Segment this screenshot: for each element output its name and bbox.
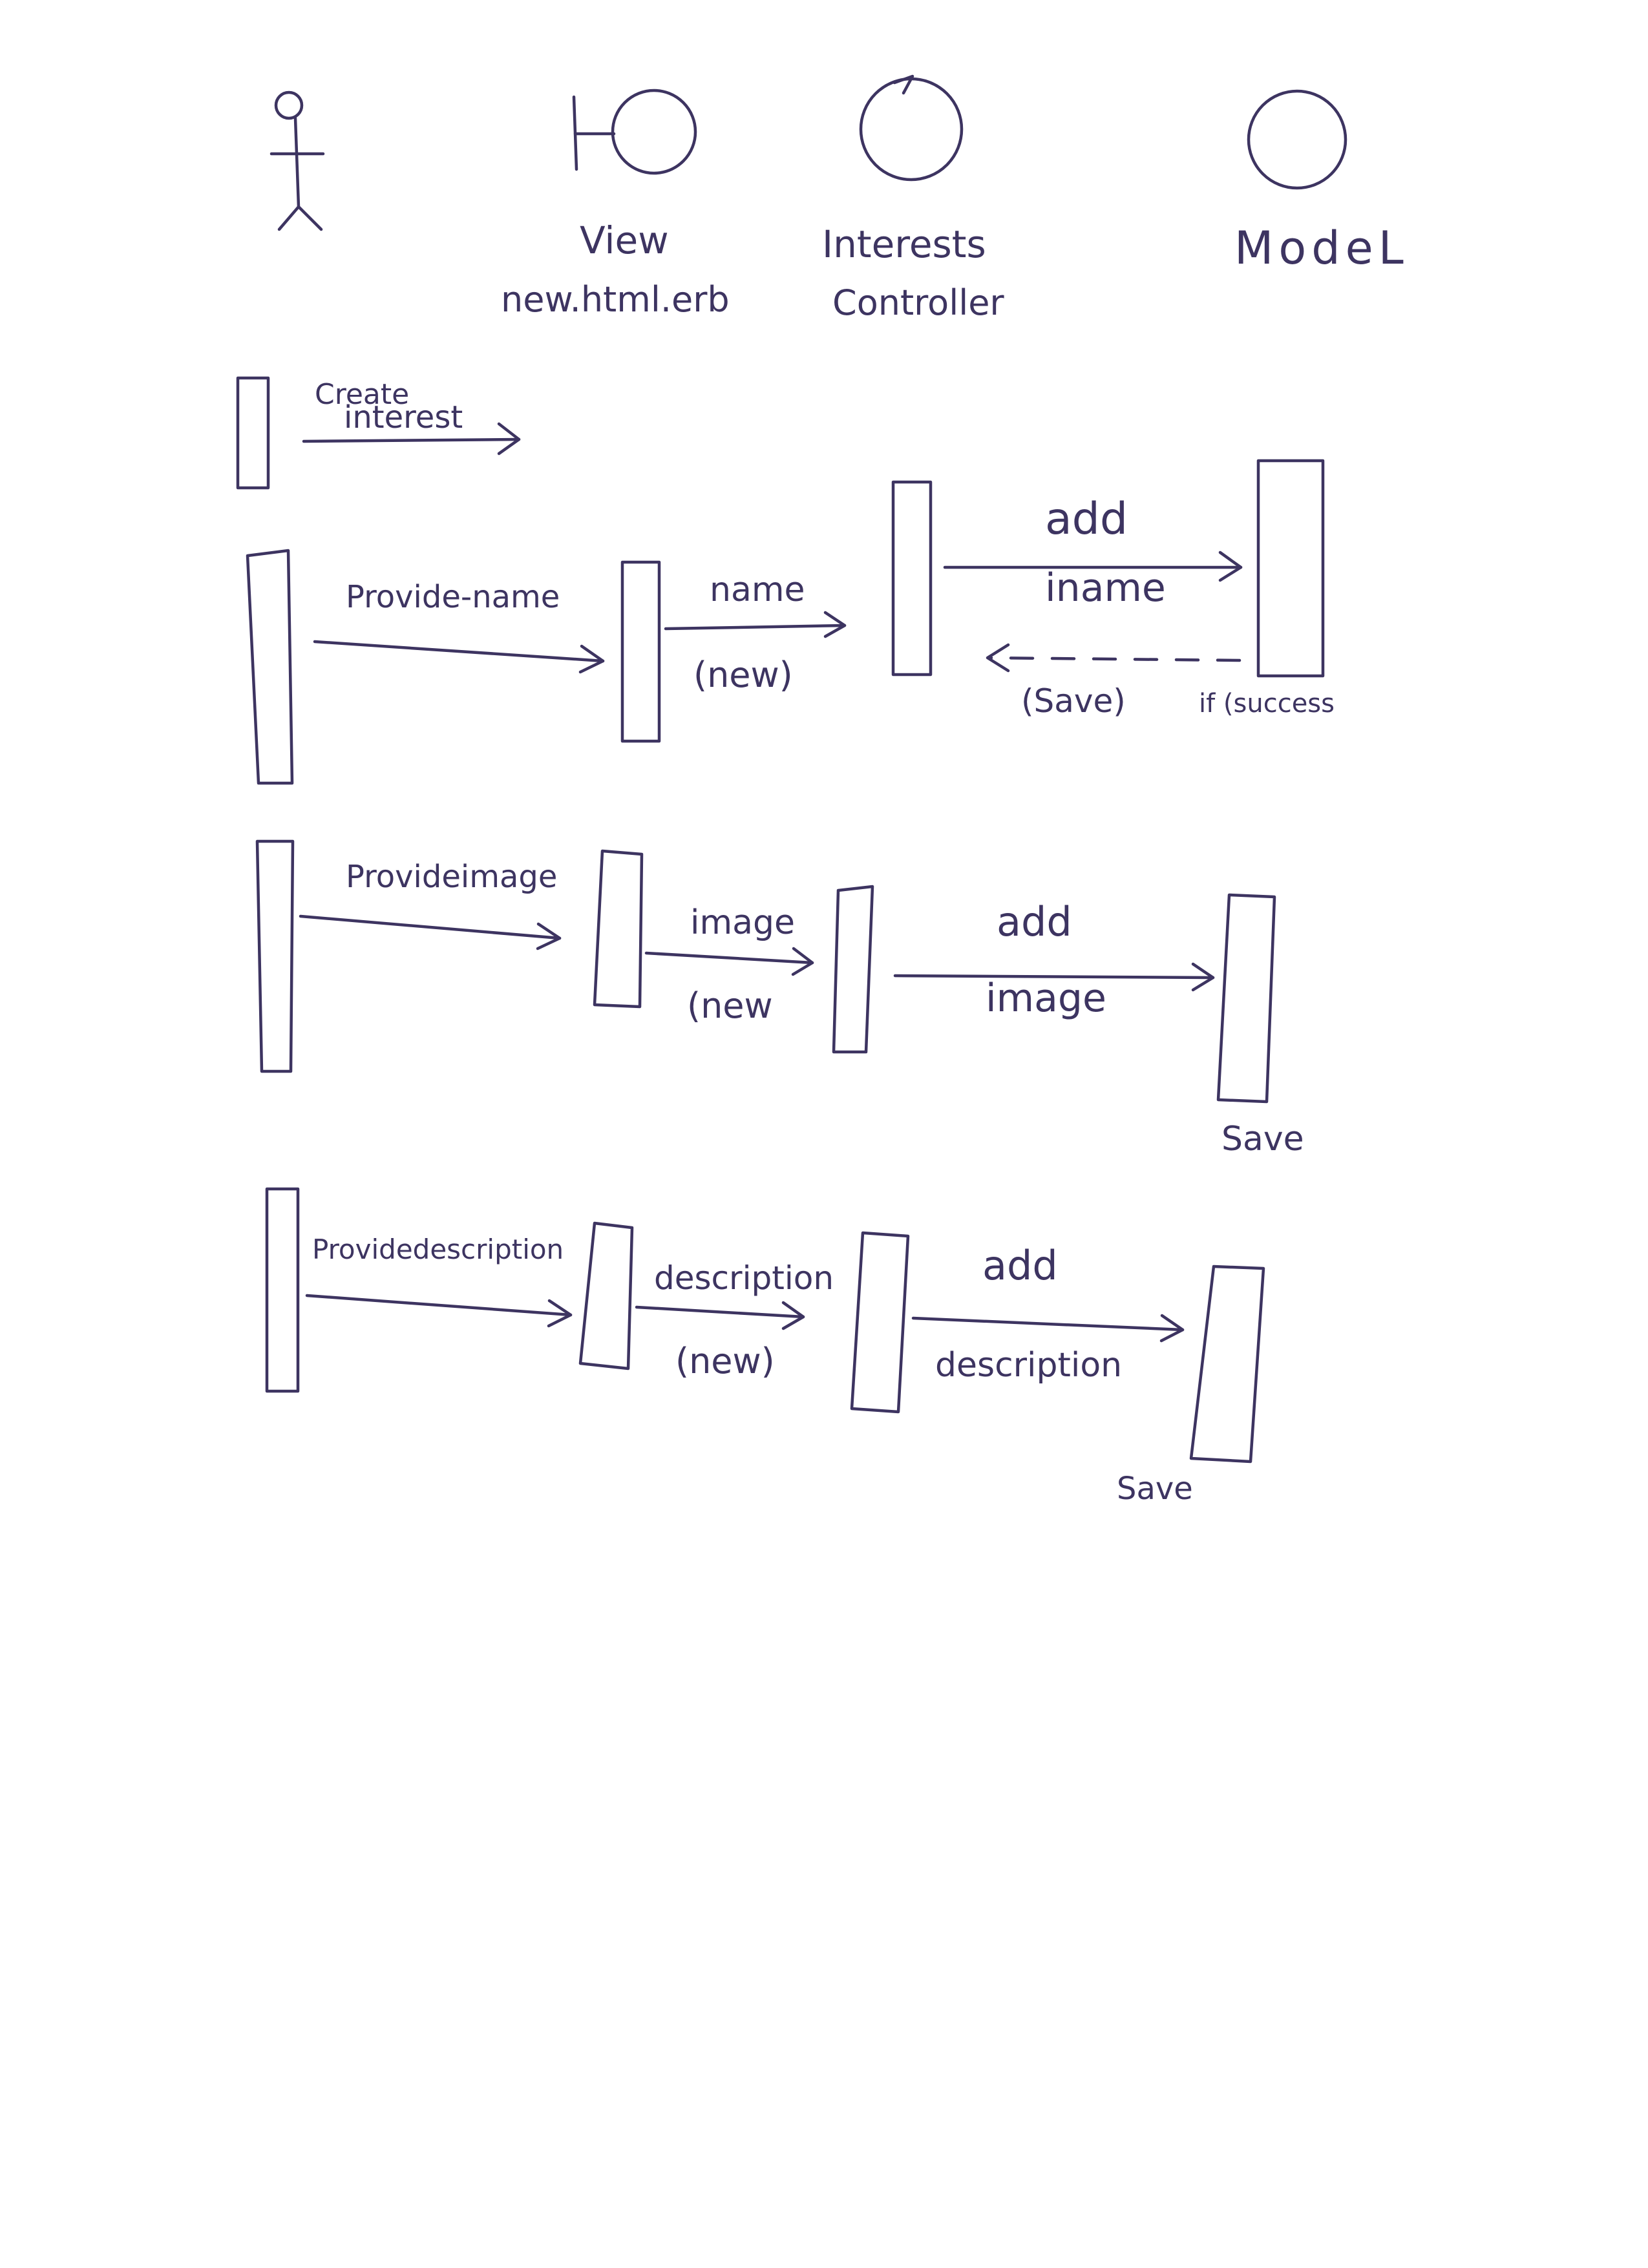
message-label: image <box>690 903 795 942</box>
activation-controller <box>832 885 874 1054</box>
activation-controller <box>850 1231 910 1414</box>
message-arrow <box>302 422 521 456</box>
message-arrow <box>644 947 814 976</box>
message-label: add <box>1045 494 1128 545</box>
message-arrow <box>664 611 847 638</box>
message-label: description <box>654 1259 834 1297</box>
activation-model <box>1256 459 1325 678</box>
participant-controller: Interests Controller <box>822 74 1004 323</box>
message-sublabel: (new) <box>675 1341 775 1381</box>
message-sublabel: image <box>986 976 1106 1021</box>
participant-controller-sub: Controller <box>832 282 1004 323</box>
return-label: (Save) <box>1021 682 1126 720</box>
message-label: name <box>710 571 805 609</box>
message-arrow <box>943 551 1243 582</box>
message-arrow <box>635 1301 805 1330</box>
actor-icon <box>269 90 325 231</box>
message-label-line1: Create <box>315 378 409 411</box>
message-sublabel: description <box>935 1346 1122 1385</box>
message-label: add <box>997 898 1072 945</box>
participant-controller-name: Interests <box>822 222 986 266</box>
participant-view: View new.html.erb <box>501 89 730 320</box>
message-arrow <box>299 914 562 950</box>
message-label-line2: interest <box>344 399 463 436</box>
activation-model <box>1216 893 1276 1104</box>
message-arrow <box>893 962 1215 992</box>
message-arrow <box>305 1294 573 1328</box>
activation-model <box>1189 1265 1265 1464</box>
message-sublabel: (new) <box>693 655 793 695</box>
participant-view-name: View <box>580 218 669 262</box>
control-icon <box>859 74 964 182</box>
sequence-row-name: Provide-name name (new) add iname (Save)… <box>246 459 1335 785</box>
sequence-row-description: Providedescription description (new) add… <box>265 1187 1265 1507</box>
sequence-row-image: Provideimage image (new add image Save <box>255 839 1304 1159</box>
activation-view <box>620 560 661 743</box>
participant-model-name: ModeL <box>1234 222 1409 275</box>
activation-user <box>255 839 295 1073</box>
boundary-icon <box>572 89 697 175</box>
model-note: Save <box>1117 1471 1193 1507</box>
message-create-interest: Create interest <box>236 376 521 490</box>
message-label: Provide-name <box>346 579 560 615</box>
message-label: Provideimage <box>346 859 557 895</box>
entity-icon <box>1247 89 1347 190</box>
actor-user <box>269 90 325 231</box>
participant-view-file: new.html.erb <box>501 279 730 320</box>
activation-controller <box>891 480 933 677</box>
message-arrow <box>313 640 605 674</box>
message-label: add <box>982 1242 1058 1289</box>
return-condition: if (success <box>1199 689 1335 719</box>
activation-user <box>265 1187 300 1393</box>
return-arrow <box>986 643 1241 673</box>
message-sublabel: iname <box>1045 565 1166 611</box>
activation-user <box>236 376 270 490</box>
activation-user <box>246 549 294 785</box>
model-note: Save <box>1221 1120 1304 1159</box>
message-sublabel: (new <box>687 985 773 1026</box>
participant-model: ModeL <box>1234 89 1409 275</box>
activation-view <box>593 849 644 1009</box>
message-arrow <box>911 1314 1185 1343</box>
message-label: Providedescription <box>312 1234 564 1265</box>
activation-view <box>578 1221 634 1370</box>
